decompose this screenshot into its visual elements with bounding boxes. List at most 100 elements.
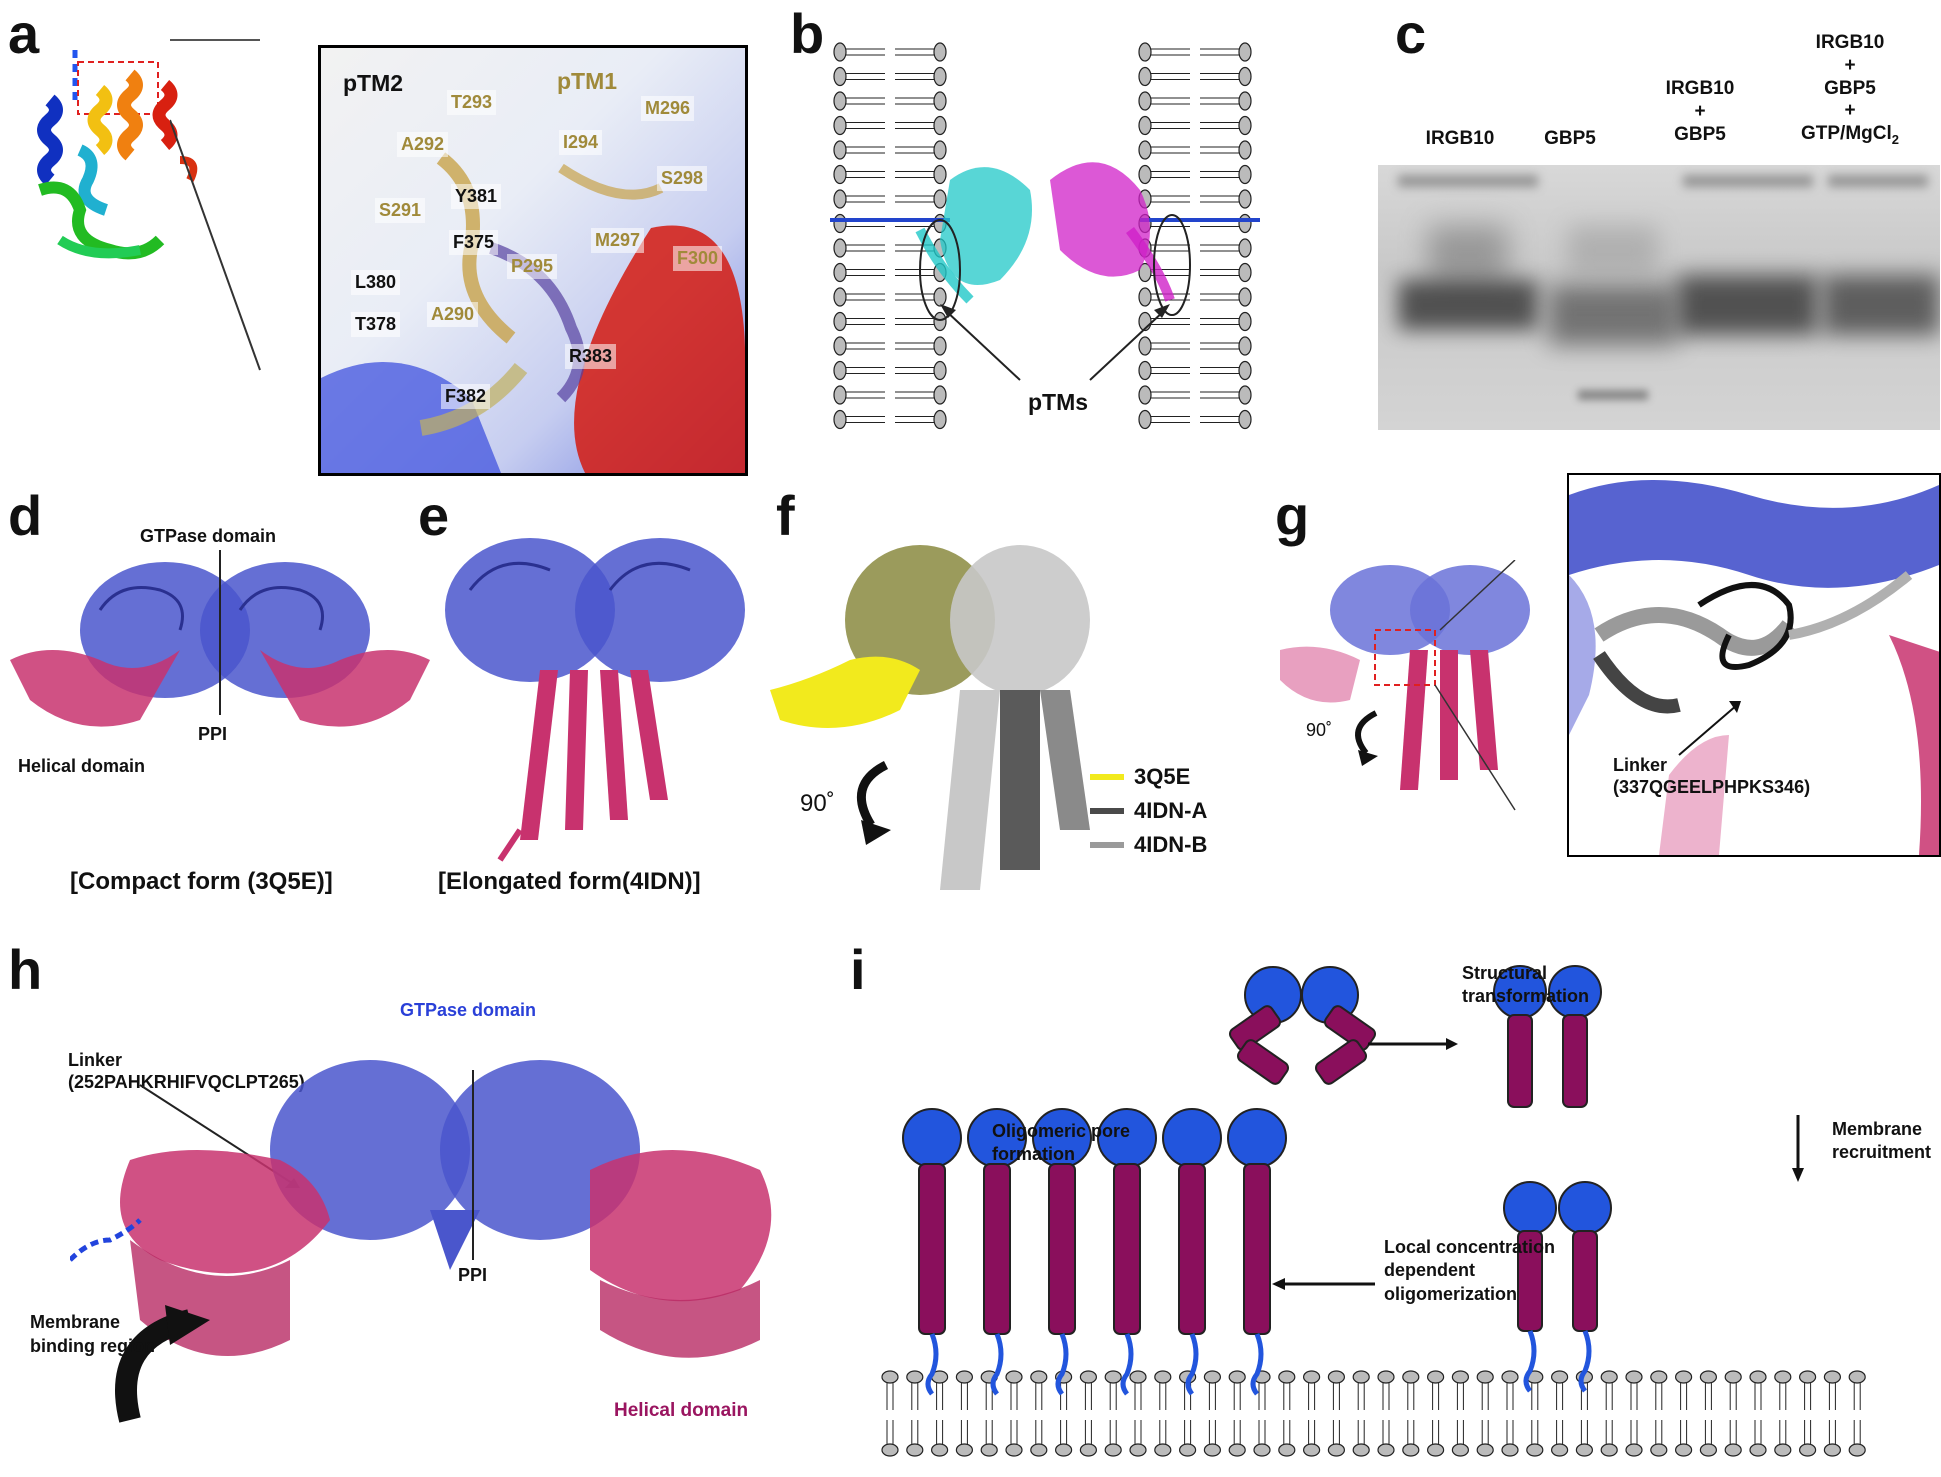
panel-g-linker-label: Linker (1613, 755, 1668, 775)
lipid (1055, 1370, 1073, 1457)
rotate-arrow-icon (1355, 710, 1378, 766)
lipid (1699, 1370, 1718, 1457)
panel-d-caption: [Compact form (3Q5E)] (70, 868, 333, 895)
lipid (1303, 1370, 1321, 1457)
lipid (1327, 1370, 1345, 1457)
lipid (1501, 1370, 1519, 1457)
lipid (1674, 1370, 1693, 1457)
residue-label: M297 (591, 228, 645, 253)
panel-d-gtpase-label: GTPase domain (140, 526, 277, 546)
panel-b-ptms-label: pTMs (1028, 389, 1088, 415)
lipid (1138, 213, 1252, 234)
lipid (1451, 1370, 1470, 1457)
legend-item-4idn-a: 4IDN-A (1090, 794, 1290, 828)
rotate-arrow-icon (856, 760, 891, 845)
residue-label: Y381 (451, 184, 502, 209)
panel-a-ribbon-structure (37, 50, 198, 260)
lipid (1138, 66, 1252, 87)
lipid (833, 66, 947, 87)
lipid (1402, 1370, 1420, 1457)
lipid (1203, 1370, 1221, 1457)
lipid (1228, 1370, 1246, 1457)
residue-label: M296 (641, 96, 695, 121)
lipid (833, 164, 947, 185)
lipid (1352, 1370, 1370, 1457)
panel-h-gtpase-label: GTPase domain (400, 1000, 537, 1020)
panel-a-ptm1-title: pTM1 (557, 68, 618, 94)
oligomer-subunit (902, 1108, 962, 1396)
lipid (1798, 1370, 1817, 1457)
panel-a-zoom-lines (170, 39, 261, 371)
panel-d-helical-label: Helical domain (18, 756, 146, 776)
oligomer-subunit (1162, 1108, 1222, 1396)
lipid (1138, 336, 1252, 356)
lipid (833, 91, 947, 111)
panel-d-label: d (8, 484, 43, 547)
residue-label: T293 (447, 90, 497, 115)
panel-h-linker-label: Linker (68, 1050, 123, 1070)
lipid (1138, 287, 1252, 307)
lipid (833, 409, 947, 430)
lipid (1138, 189, 1252, 209)
lipid (1550, 1370, 1569, 1457)
lipid (1749, 1370, 1767, 1457)
lipid (1138, 360, 1252, 381)
lipid (1138, 42, 1252, 62)
elongated-dimer (1493, 965, 1602, 1108)
gel-lane-label: IRGB10+GBP5 (1665, 78, 1735, 145)
lipid (1138, 140, 1252, 160)
lipid (1138, 385, 1252, 405)
lipid (1005, 1370, 1023, 1457)
lipid (1724, 1370, 1742, 1457)
panel-f-rotation: 90˚ (800, 790, 835, 817)
residue-label: P295 (507, 254, 558, 279)
lipid (833, 360, 947, 381)
gel-image (1378, 165, 1940, 430)
panel-h-label: h (8, 938, 43, 1001)
lipid (1104, 1370, 1122, 1457)
panel-e-label: e (418, 484, 450, 547)
panel-g-linker-seq: (337QGEELPHPKS346) (1613, 777, 1811, 797)
panel-g-inset: Linker (337QGEELPHPKS346) (1567, 473, 1941, 857)
panel-a-label: a (8, 2, 40, 65)
oligomer-subunit (1227, 1108, 1287, 1396)
lipid (955, 1370, 974, 1457)
lipid (1030, 1370, 1048, 1457)
lipid (1138, 311, 1252, 332)
gel-lane-label: IRGB10 (1425, 128, 1495, 149)
lipid (1600, 1370, 1618, 1457)
lipid (833, 262, 947, 283)
residue-label: A292 (397, 132, 449, 157)
lipid (1253, 1370, 1271, 1457)
panel-c-label: c (1395, 2, 1427, 65)
lipid (1154, 1370, 1172, 1457)
lipid (1426, 1370, 1445, 1457)
lipid (833, 385, 947, 405)
lipid (881, 1370, 899, 1457)
legend-item-4idn-b: 4IDN-B (1090, 828, 1290, 862)
panel-h-structure (70, 1060, 772, 1423)
oligomer-subunit (1032, 1108, 1092, 1396)
panel-f-legend: 3Q5E 4IDN-A 4IDN-B (1090, 760, 1290, 862)
panel-e-caption: [Elongated form(4IDN)] (438, 868, 701, 895)
legend-item-3q5e: 3Q5E (1090, 760, 1290, 794)
legend-swatch (1090, 842, 1124, 848)
panel-f-label: f (776, 484, 795, 547)
panel-e-elongated-structure (445, 538, 745, 862)
lipid (1138, 409, 1252, 430)
panel-b-label: b (790, 2, 825, 65)
panel-i-label: i (850, 938, 866, 1001)
lipid (833, 42, 947, 62)
panel-g-structure (1280, 560, 1530, 811)
lipid (833, 311, 947, 332)
gel-lane-label: IRGB10+GBP5+GTP/MgCl2 (1800, 32, 1899, 147)
panel-a-ptm2-title: pTM2 (343, 70, 404, 96)
panel-f-overlay-structure (770, 545, 1090, 890)
lipid (1138, 91, 1252, 111)
lipid (1823, 1370, 1842, 1457)
legend-swatch (1090, 774, 1124, 780)
residue-label: S291 (375, 198, 426, 223)
oligomer-subunit (967, 1108, 1027, 1396)
